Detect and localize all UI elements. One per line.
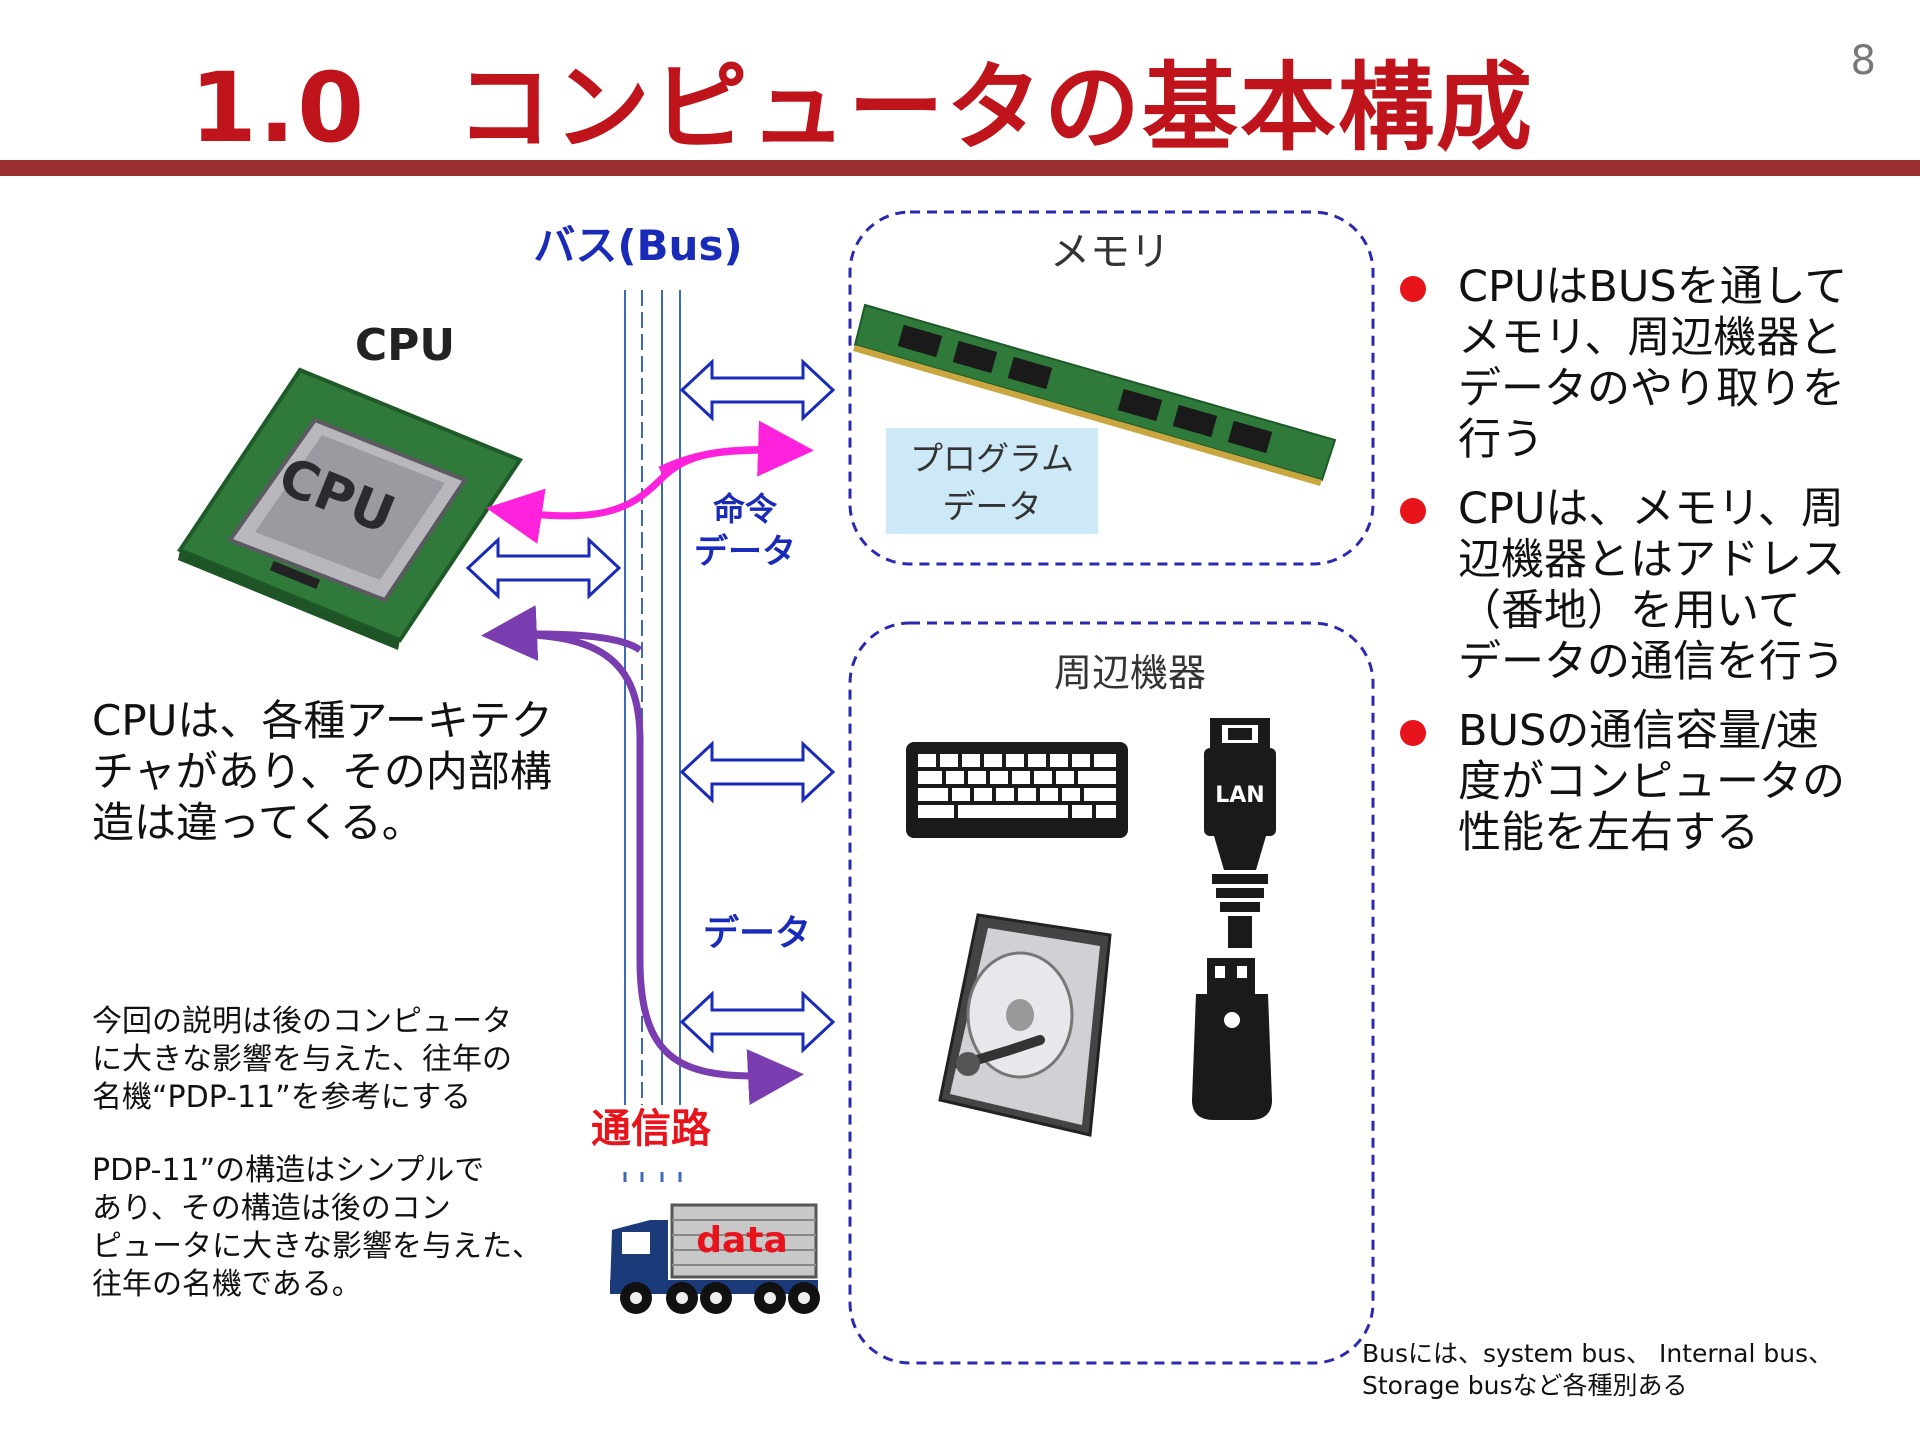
- usb-stick-icon: [1192, 958, 1272, 1120]
- memory-box: [848, 210, 1375, 566]
- channel-label: 通信路: [591, 1106, 712, 1152]
- program-data-box: [886, 428, 1098, 534]
- bullet-line: （番地）を用いて: [1458, 586, 1801, 636]
- note-line: チャがあり、その内部構: [92, 747, 552, 796]
- peripherals-box: [848, 621, 1375, 1365]
- data-arrow-to-cpu: [481, 605, 643, 662]
- cpu-chip-icon: CPU: [176, 367, 524, 650]
- bullet-line: BUSの通信容量/速: [1458, 706, 1819, 756]
- title-rule: [0, 160, 1920, 176]
- note-line: 名機“PDP-11”を参考にする: [92, 1080, 472, 1115]
- bullet-line: メモリ、周辺機器と: [1458, 313, 1843, 363]
- bus-diagram: バス(Bus) CPU CPU メモリ プログラム データ: [176, 210, 1375, 1365]
- bullet-line: 辺機器とはアドレス: [1458, 535, 1845, 585]
- memory-label: メモリ: [1050, 229, 1170, 275]
- bullet-list: CPUはBUSを通して メモリ、周辺機器と データのやり取りを 行う CPUは、…: [1400, 262, 1900, 877]
- instruction-label: 命令: [713, 490, 778, 528]
- note-line: あり、その構造は後のコン: [92, 1191, 451, 1226]
- bullet-line: CPUは、メモリ、周: [1458, 484, 1844, 534]
- note-line: 造は違ってくる。: [92, 798, 424, 847]
- page-number: 8: [1850, 38, 1876, 84]
- truck-icon: data: [610, 1203, 820, 1314]
- note-line: 往年の名機である。: [92, 1267, 362, 1302]
- bullet-item: CPUは、メモリ、周 辺機器とはアドレス （番地）を用いて データの通信を行う: [1400, 484, 1900, 688]
- bus-peripheral-arrow-lower: [679, 990, 836, 1054]
- bus-lines: [624, 290, 681, 1105]
- bus-peripheral-arrow-upper: [679, 740, 836, 804]
- memory-data-label: データ: [943, 487, 1042, 526]
- title-text: コンピュータの基本構成: [456, 52, 1535, 164]
- note-line: CPUは、各種アーキテク: [92, 696, 553, 745]
- program-label: プログラム: [910, 439, 1074, 478]
- lan-label: LAN: [1215, 783, 1264, 808]
- note-line: ピュータに大きな影響を与えた、: [92, 1229, 542, 1264]
- title-number: 1.0: [190, 52, 367, 164]
- note-line: 今回の説明は後のコンピュータ: [92, 1004, 512, 1039]
- architecture-note: CPUは、各種アーキテク チャがあり、その内部構 造は違ってくる。: [92, 695, 592, 848]
- bullet-line: データの通信を行う: [1458, 637, 1845, 687]
- cpu-bus-arrow: [465, 536, 622, 600]
- note-line: Busには、system bus、 Internal bus、: [1362, 1339, 1834, 1368]
- note-line: PDP-11”の構造はシンプルで: [92, 1153, 485, 1188]
- bus-memory-arrow: [679, 358, 836, 422]
- bus-types-note: Busには、system bus、 Internal bus、 Storage …: [1362, 1338, 1902, 1402]
- bullet-line: データのやり取りを: [1458, 364, 1845, 414]
- bullet-item: CPUはBUSを通して メモリ、周辺機器と データのやり取りを 行う: [1400, 262, 1900, 466]
- note-line: に大きな影響を与えた、往年の: [92, 1042, 512, 1077]
- bullet-dot-icon: [1400, 498, 1426, 524]
- cpu-heading: CPU: [355, 320, 455, 371]
- bullet-line: 度がコンピュータの: [1458, 757, 1845, 807]
- note-line: Storage busなど各種別ある: [1362, 1371, 1688, 1400]
- bullet-item: BUSの通信容量/速 度がコンピュータの 性能を左右する: [1400, 706, 1900, 859]
- hard-disk-icon: [938, 913, 1112, 1137]
- bullet-dot-icon: [1400, 720, 1426, 746]
- pdp-structure-note: PDP-11”の構造はシンプルで あり、その構造は後のコン ピュータに大きな影響…: [92, 1152, 592, 1304]
- bullet-dot-icon: [1400, 276, 1426, 302]
- memory-module-icon: [853, 303, 1337, 486]
- lan-plug-icon: LAN: [1204, 718, 1276, 948]
- truck-label: data: [696, 1220, 788, 1261]
- bus-dots: [623, 1172, 682, 1182]
- instruction-arrow-head: [658, 420, 814, 477]
- data-label: データ: [703, 912, 811, 954]
- pdp-note: 今回の説明は後のコンピュータ に大きな影響を与えた、往年の 名機“PDP-11”…: [92, 1003, 592, 1117]
- instruction-data-label: データ: [694, 532, 796, 572]
- bullet-line: 性能を左右する: [1458, 808, 1759, 858]
- page-title: 1.0 コンピュータの基本構成: [190, 30, 1534, 169]
- bus-label: バス(Bus): [533, 221, 742, 270]
- data-arrow: [489, 630, 804, 1106]
- peripherals-label: 周辺機器: [1054, 651, 1206, 695]
- bullet-line: CPUはBUSを通して: [1458, 262, 1848, 312]
- bullet-line: 行う: [1458, 415, 1544, 465]
- keyboard-icon: [906, 742, 1128, 838]
